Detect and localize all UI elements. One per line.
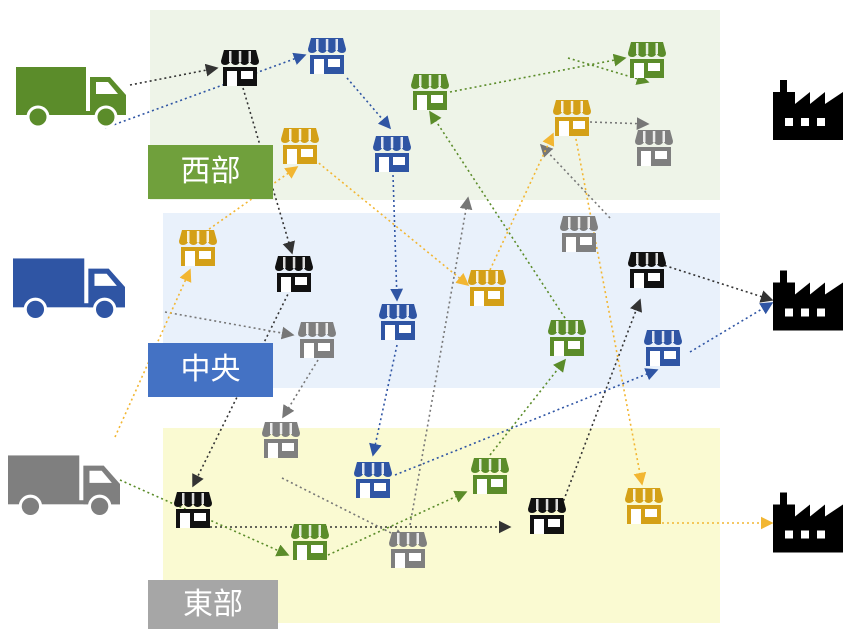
- store-icon: [528, 498, 566, 534]
- route-line: [164, 311, 295, 340]
- store-icon: [179, 230, 217, 266]
- route-line: [689, 302, 774, 353]
- store-icon: [174, 492, 212, 528]
- stores: [174, 38, 682, 568]
- route-line: [327, 490, 468, 556]
- store-icon: [548, 320, 586, 356]
- blue-truck-icon: [13, 258, 125, 322]
- route-line: [282, 359, 319, 419]
- route-line: [104, 52, 307, 129]
- store-icon: [354, 462, 392, 498]
- route-line: [394, 368, 659, 476]
- gray-routes: [164, 117, 650, 541]
- region-label-east: 東部: [148, 580, 278, 629]
- store-icon: [644, 330, 682, 366]
- store-icon: [281, 128, 319, 164]
- green-truck-icon: [16, 67, 126, 129]
- route-line: [390, 174, 404, 302]
- store-icon: [468, 270, 506, 306]
- route-line: [346, 77, 392, 130]
- route-line: [204, 166, 299, 233]
- route-line: [409, 196, 473, 526]
- store-icon: [471, 458, 509, 494]
- store-icon: [262, 422, 300, 458]
- store-icon: [298, 322, 336, 358]
- store-icon: [625, 488, 663, 524]
- store-icon: [628, 42, 666, 78]
- store-icon: [379, 304, 417, 340]
- route-line: [489, 132, 555, 271]
- store-icon: [373, 136, 411, 172]
- gray-truck-icon: [8, 455, 120, 519]
- route-line: [429, 110, 566, 319]
- route-line: [192, 289, 291, 488]
- route-line: [489, 358, 566, 456]
- store-icon: [275, 256, 313, 292]
- store-icon: [389, 532, 427, 568]
- factory-icon: [773, 270, 843, 331]
- region-label-center: 中央: [148, 343, 273, 397]
- store-icon: [628, 252, 666, 288]
- factory-icon: [773, 492, 843, 553]
- route-line: [369, 344, 398, 457]
- store-icon: [221, 50, 259, 86]
- route-line: [449, 53, 627, 93]
- route-line: [567, 57, 650, 85]
- store-icon: [553, 100, 591, 136]
- factory-icon: [773, 80, 843, 140]
- route-line: [574, 133, 647, 486]
- store-icon: [411, 74, 449, 110]
- route-line: [129, 63, 219, 86]
- region-label-west: 西部: [148, 145, 273, 199]
- route-line: [659, 263, 774, 303]
- route-line: [539, 143, 611, 219]
- store-icon: [308, 38, 346, 74]
- blue-routes: [104, 52, 774, 476]
- store-icon: [291, 524, 329, 560]
- store-icon: [635, 130, 673, 166]
- route-line: [589, 117, 650, 131]
- route-line: [314, 159, 470, 287]
- store-icon: [560, 216, 598, 252]
